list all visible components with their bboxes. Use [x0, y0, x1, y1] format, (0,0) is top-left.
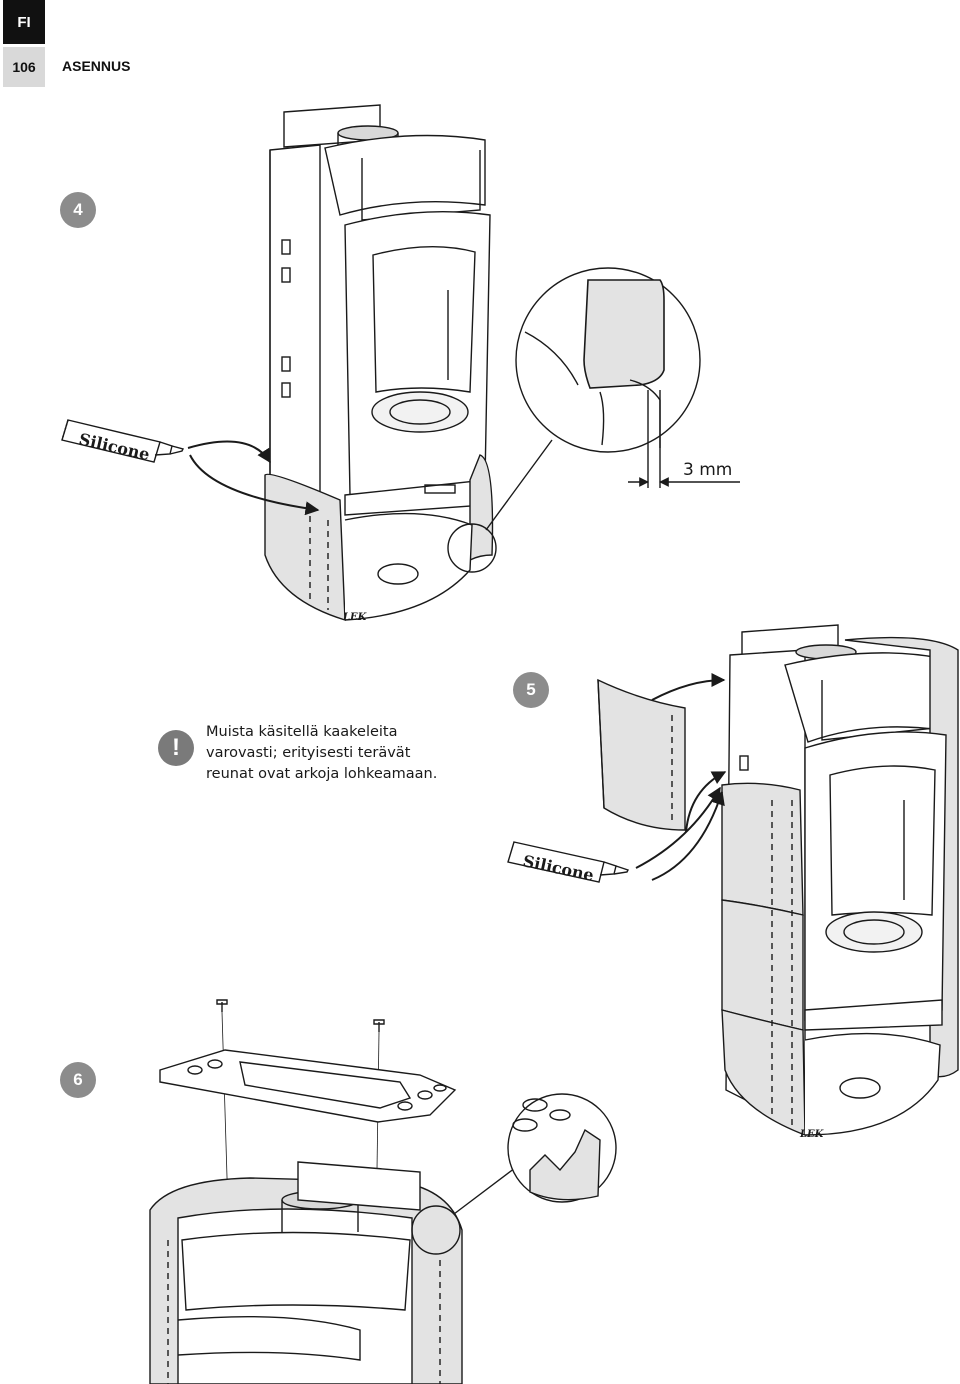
silicone-tube-icon: [61, 419, 185, 463]
step-6-top-drawing: [149, 999, 617, 1384]
step-6-badge: 6: [60, 1062, 96, 1098]
warning-text: Muista käsitellä kaakeleita varovasti; e…: [206, 724, 438, 782]
step-5-stove-drawing: LEK: [507, 624, 959, 1140]
dimension-label: 3 mm: [683, 460, 733, 480]
step-4-badge: 4: [60, 192, 96, 228]
page-number: 106: [3, 47, 45, 87]
step-4-stove-drawing: LEK: [61, 104, 740, 623]
language-tab: FI: [3, 0, 45, 44]
section-title: ASENNUS: [62, 58, 131, 74]
svg-text:LEK: LEK: [342, 612, 368, 623]
exclamation-icon: !: [158, 730, 194, 766]
svg-text:LEK: LEK: [799, 1129, 825, 1140]
magnifier-circle-icon: [447, 523, 497, 573]
step-5-badge: 5: [513, 672, 549, 708]
